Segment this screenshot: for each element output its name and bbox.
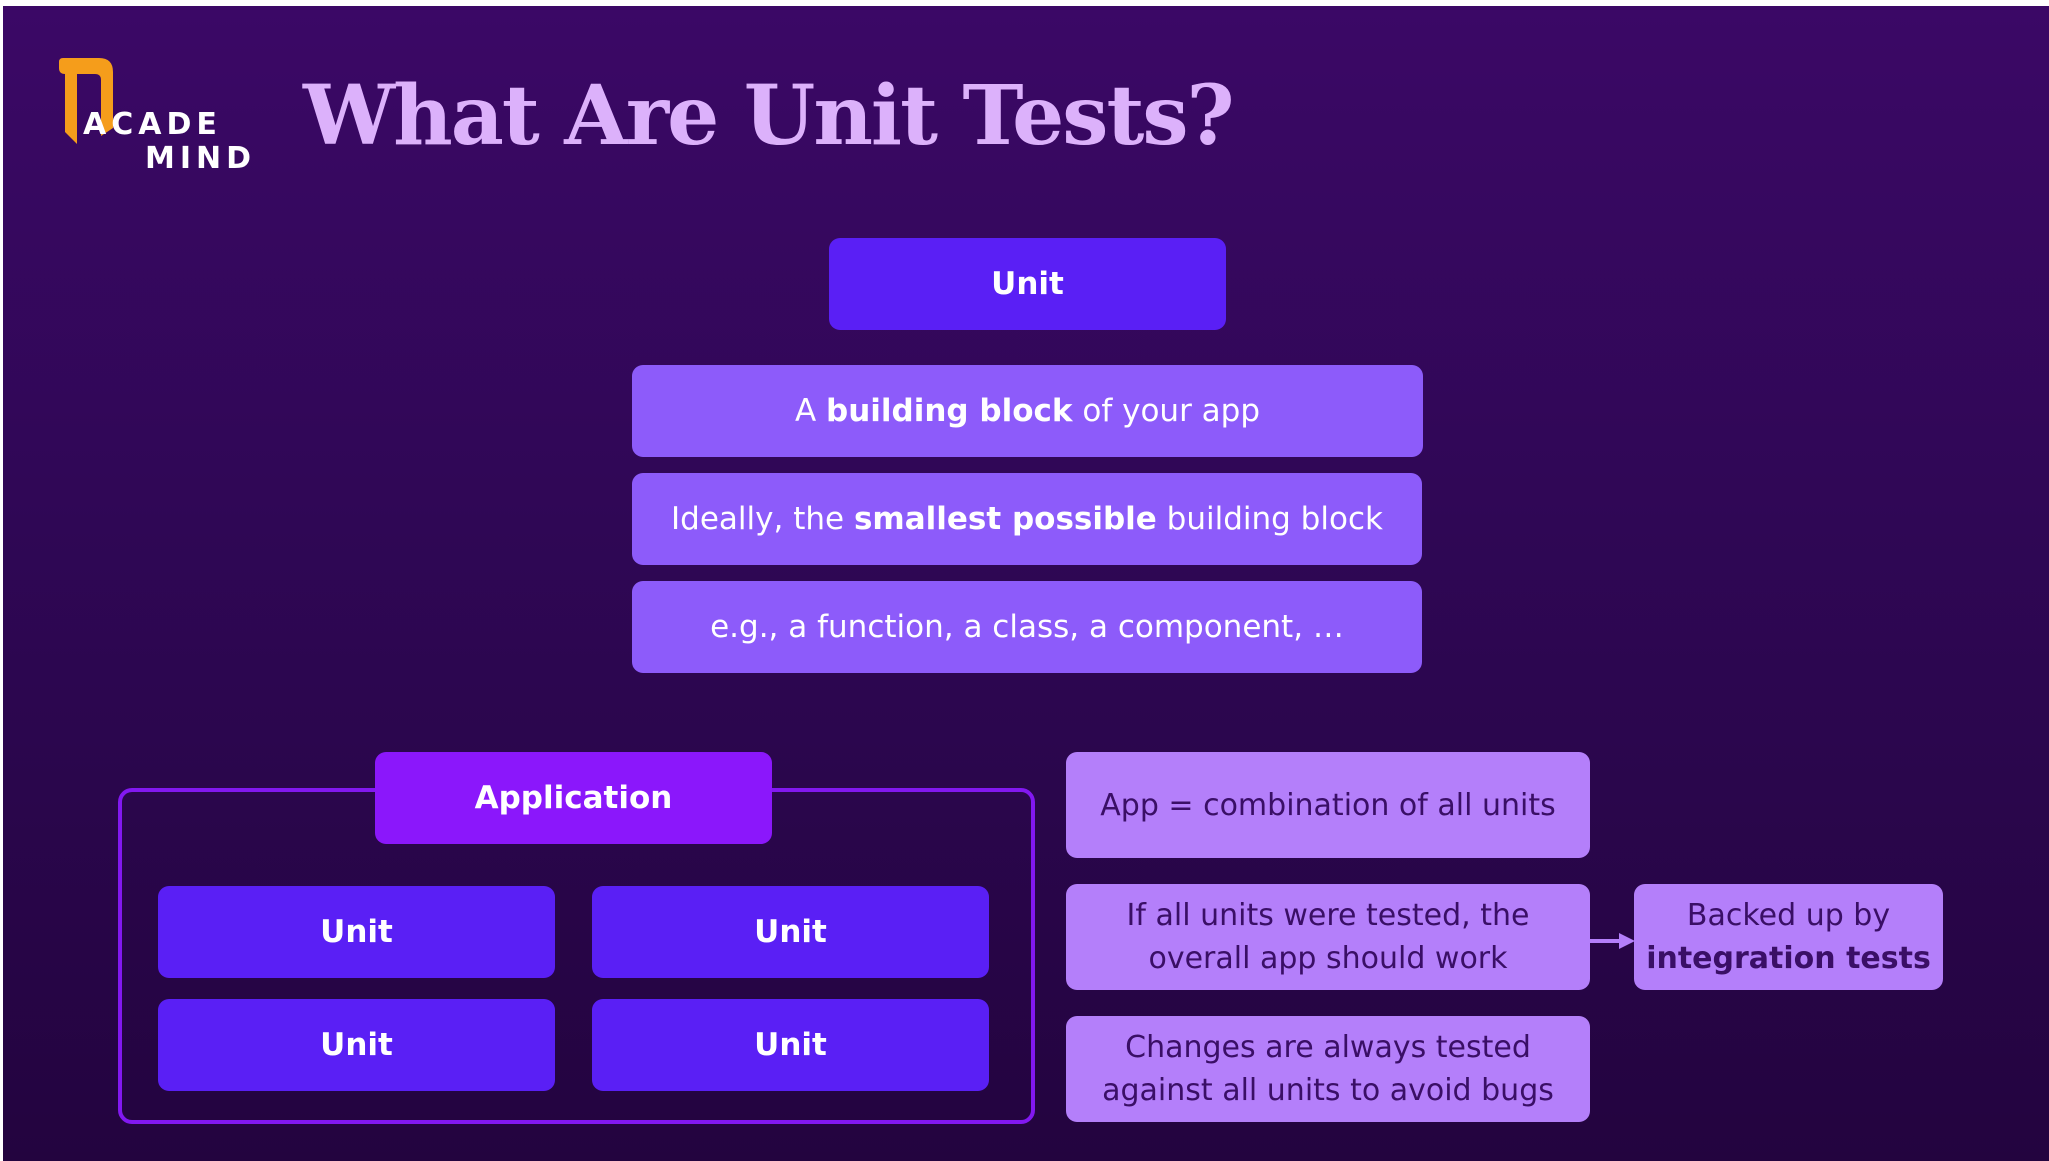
note-text-line1: Backed up by [1686, 898, 1891, 933]
slide-title: What Are Unit Tests? [303, 68, 1235, 164]
flag-icon [59, 58, 113, 144]
academind-logo: ACADE MIND [57, 58, 267, 178]
unit-header-box: Unit [829, 238, 1226, 330]
definition-box-smallest: Ideally, the smallest possible building … [632, 473, 1422, 565]
unit-box: Unit [158, 886, 555, 978]
application-label-box: Application [375, 752, 772, 844]
unit-label: Unit [754, 914, 827, 950]
definition-box-building-block: A building block of your app [632, 365, 1423, 457]
definition-text: A building block of your app [794, 393, 1261, 429]
definition-text: e.g., a function, a class, a component, … [710, 609, 1344, 645]
note-text-line1: If all units were tested, the [1126, 898, 1530, 933]
definition-text: Ideally, the smallest possible building … [671, 501, 1383, 537]
unit-box: Unit [592, 886, 989, 978]
note-changes-tested: Changes are always tested against all un… [1066, 1016, 1590, 1122]
note-all-units-tested: If all units were tested, the overall ap… [1066, 884, 1590, 990]
unit-label: Unit [754, 1027, 827, 1063]
unit-box: Unit [158, 999, 555, 1091]
logo-text-line2: MIND [145, 141, 257, 176]
unit-label: Unit [320, 914, 393, 950]
note-combination: App = combination of all units [1066, 752, 1590, 858]
note-integration-tests: Backed up by integration tests [1634, 884, 1943, 990]
arrow-right-icon [1589, 933, 1635, 949]
application-label: Application [474, 780, 673, 816]
logo-text-line1: ACADE [83, 107, 222, 142]
definition-box-examples: e.g., a function, a class, a component, … [632, 581, 1422, 673]
note-text-line1: Changes are always tested [1125, 1030, 1531, 1065]
unit-label: Unit [320, 1027, 393, 1063]
note-text-line2: integration tests [1646, 941, 1931, 976]
unit-header-label: Unit [991, 266, 1064, 302]
note-text: App = combination of all units [1100, 787, 1556, 823]
unit-box: Unit [592, 999, 989, 1091]
slide: ACADE MIND What Are Unit Tests? Unit A b… [3, 6, 2049, 1161]
note-text-line2: against all units to avoid bugs [1102, 1073, 1554, 1108]
note-text-line2: overall app should work [1148, 941, 1508, 976]
